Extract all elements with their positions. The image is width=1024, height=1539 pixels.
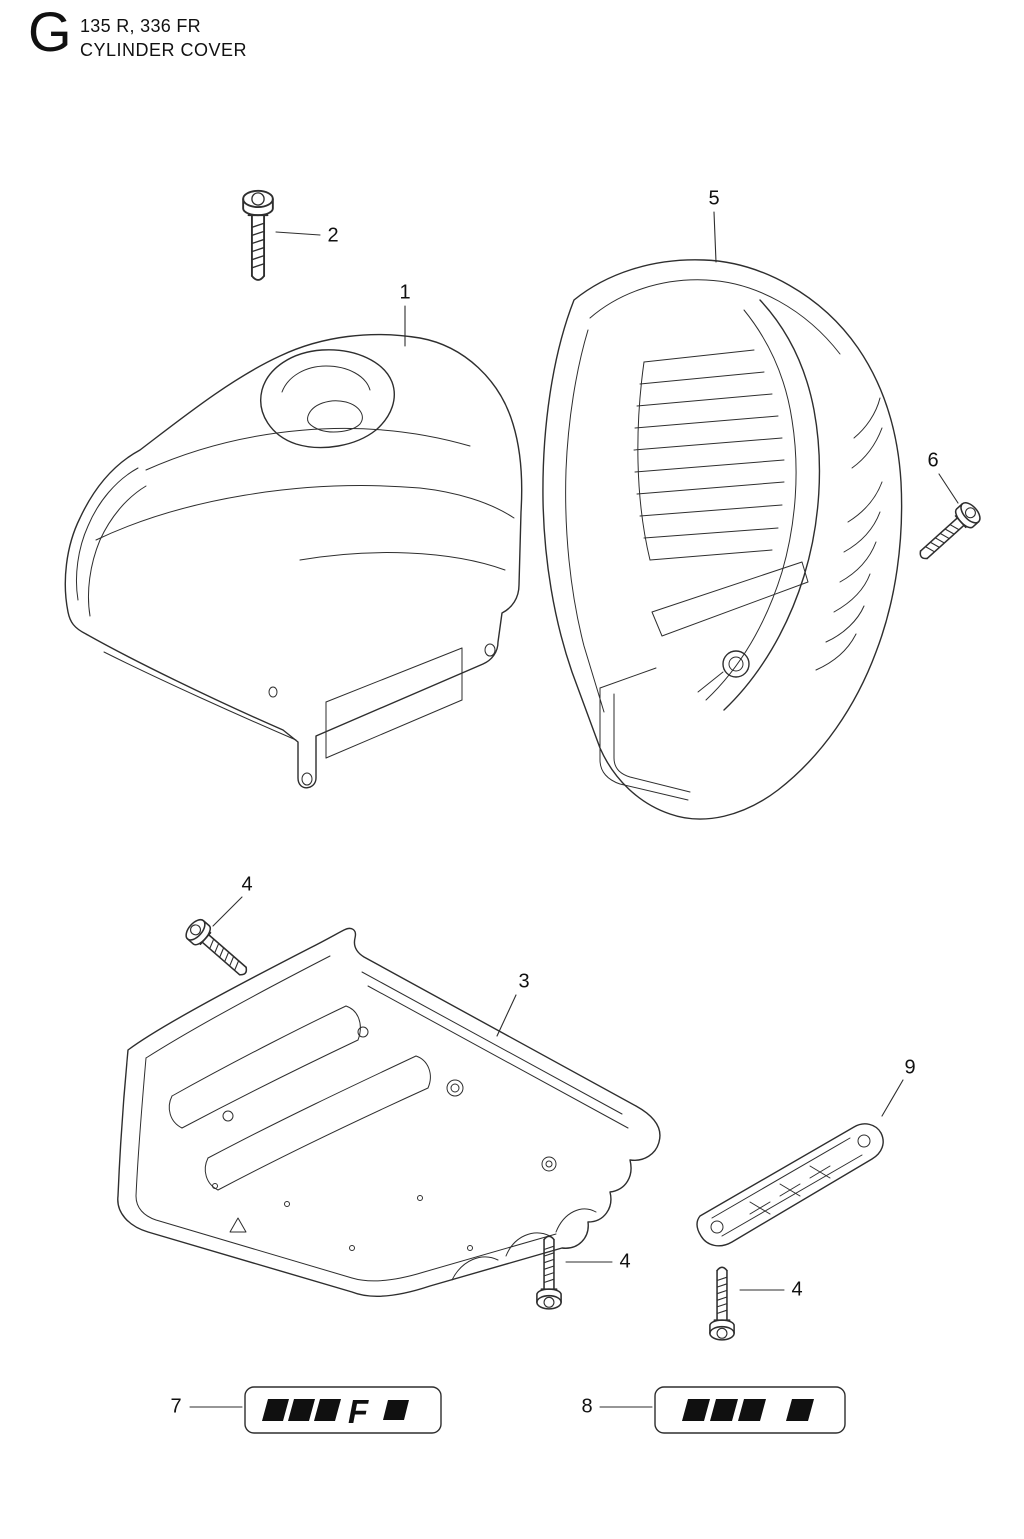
callout-part-1: 1 — [399, 281, 411, 304]
leader-line-part5 — [713, 211, 717, 263]
plug-hole — [722, 650, 750, 678]
callout-part-4b: 4 — [619, 1250, 631, 1273]
decal-336f-letter: F — [348, 1393, 369, 1430]
screw-part4a-drawing — [181, 915, 255, 984]
part-3-bottom-cover-drawing — [117, 927, 661, 1297]
part-5-cover-drawing — [542, 259, 903, 820]
decal-135r-block-4 — [786, 1399, 814, 1421]
decal-336f-block-1 — [262, 1399, 289, 1421]
callout-part-6: 6 — [927, 449, 939, 472]
cooling-fins — [633, 349, 785, 561]
part-1-cylinder-cover-drawing — [64, 333, 523, 789]
section-letter: G — [28, 0, 72, 63]
screw-part6-drawing — [912, 498, 985, 567]
leader-lines — [189, 211, 959, 1408]
screw-part2-drawing — [242, 189, 274, 281]
decal-336f-block-4 — [383, 1400, 409, 1420]
vent-slots — [815, 397, 883, 671]
leader-line-part2 — [275, 231, 321, 236]
screw-part4b-drawing — [536, 1235, 562, 1310]
leader-line-part6 — [938, 473, 959, 504]
callout-part-8: 8 — [581, 1395, 593, 1418]
callout-part-5: 5 — [708, 187, 720, 210]
decal-135r-block-3 — [738, 1399, 766, 1421]
decal-135r-drawing — [654, 1386, 846, 1434]
callout-part-9: 9 — [904, 1056, 916, 1079]
callout-part-4c: 4 — [791, 1278, 803, 1301]
part-9-bracket-drawing — [696, 1123, 884, 1247]
screw-part4c-drawing — [709, 1266, 735, 1341]
leader-line-part9 — [881, 1079, 904, 1117]
page-title: CYLINDER COVER — [80, 40, 248, 60]
model-names: 135 R, 336 FR — [80, 16, 201, 36]
callout-part-3: 3 — [518, 970, 530, 993]
callout-part-2: 2 — [327, 224, 339, 247]
leader-line-part3 — [496, 994, 517, 1037]
brand-emblem — [446, 1079, 464, 1097]
decal-336f-block-3 — [314, 1399, 341, 1421]
decal-135r-block-1 — [682, 1399, 710, 1421]
leader-line-part4a — [212, 896, 243, 927]
decal-336f-drawing: F — [244, 1386, 442, 1434]
callout-part-7: 7 — [170, 1395, 182, 1418]
callout-part-4a: 4 — [241, 873, 253, 896]
decal-135r-block-2 — [710, 1399, 738, 1421]
decal-336f-block-2 — [288, 1399, 315, 1421]
recycle-icon — [229, 1217, 247, 1233]
